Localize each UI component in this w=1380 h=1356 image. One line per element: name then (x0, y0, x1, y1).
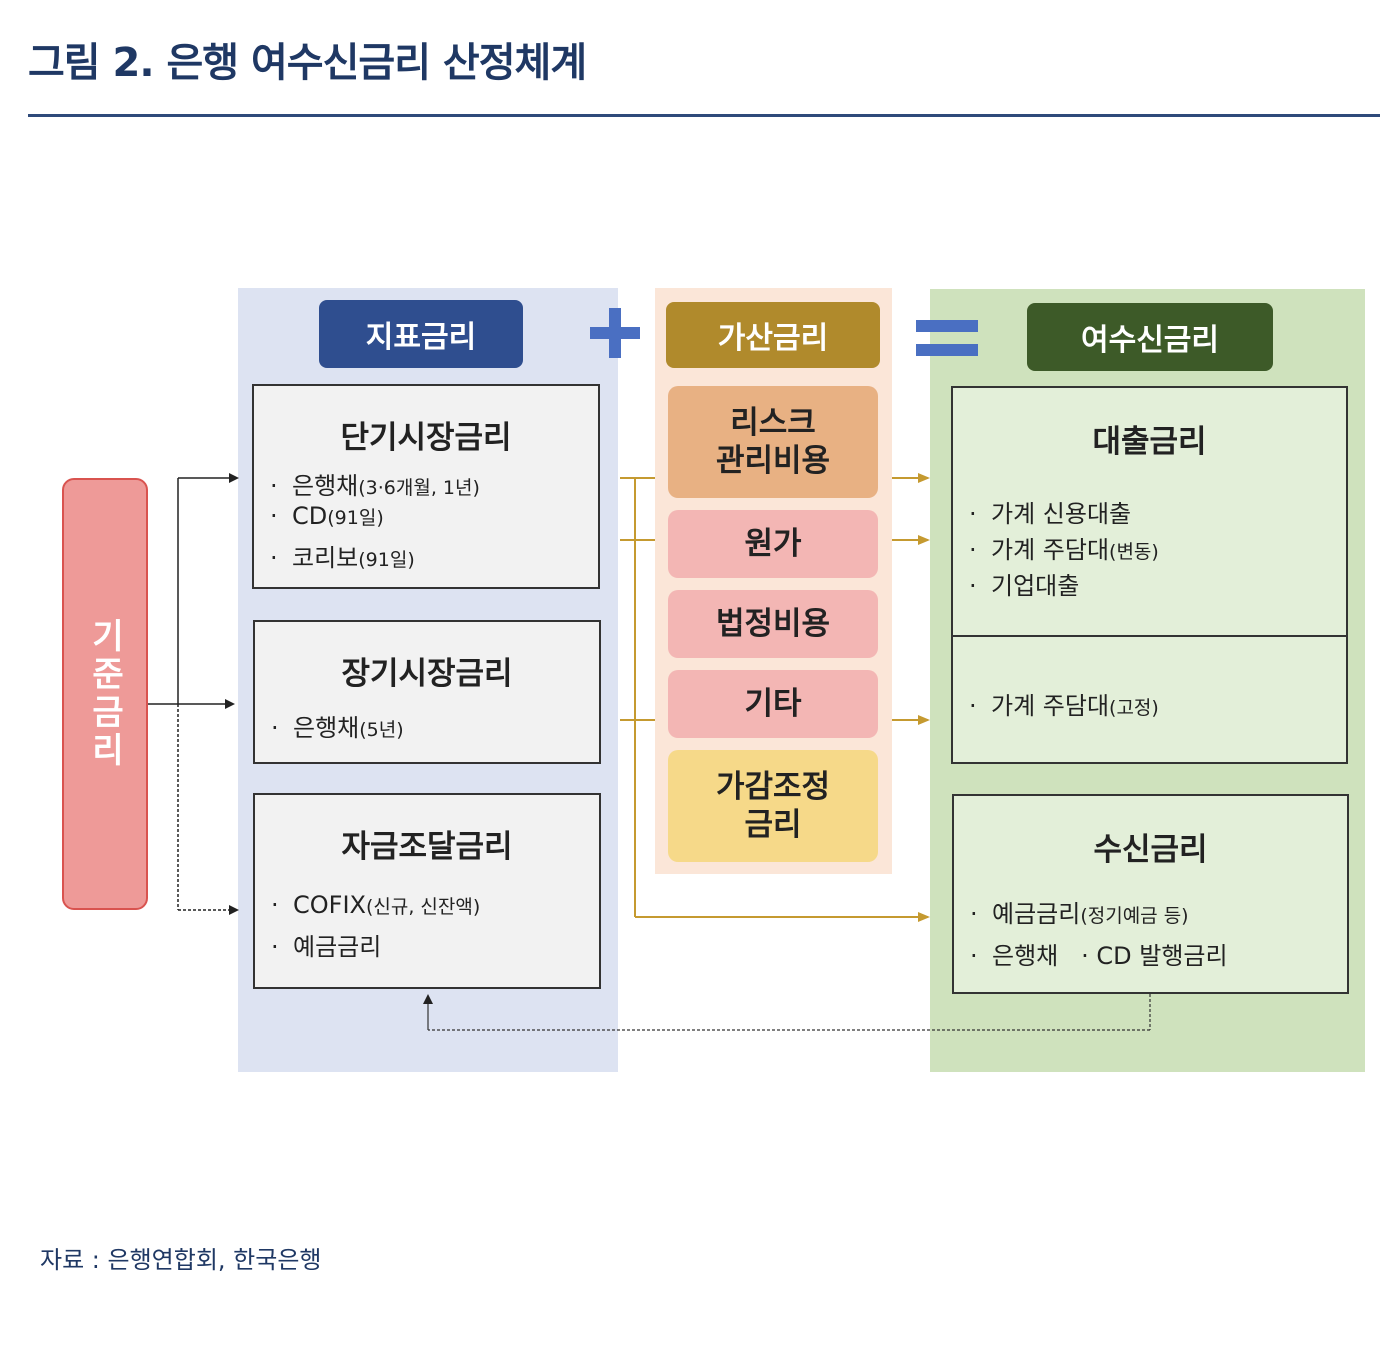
spread-item-legal-cost: 법정비용 (668, 590, 878, 658)
list-item: ·기업대출 (969, 572, 1080, 600)
plus-operator (590, 308, 640, 358)
deposit-rate-box: 수신금리 ·예금금리(정기예금 등) ·은행채 · CD 발행금리 (952, 794, 1349, 994)
list-item: ·가계 신용대출 (969, 500, 1132, 528)
short-term-title: 단기시장금리 (340, 420, 512, 456)
list-item: ·은행채(5년) (271, 714, 404, 742)
source-note: 자료 : 은행연합회, 한국은행 (40, 1246, 322, 1274)
list-item: ·COFIX(신규, 신잔액) (271, 891, 481, 919)
loan-rate-title: 대출금리 (1092, 424, 1207, 460)
funding-title: 자금조달금리 (341, 829, 513, 865)
spread-item-adjustment-rate: 가감조정 금리 (668, 750, 878, 862)
base-rate-label: 기준금리 (84, 618, 125, 770)
spread-item-cost: 원가 (668, 510, 878, 578)
long-term-title: 장기시장금리 (341, 656, 513, 692)
list-item: ·코리보(91일) (270, 544, 415, 572)
loan-rate-box: 대출금리 ·가계 신용대출 ·가계 주담대(변동) ·기업대출 ·가계 주담대(… (951, 386, 1348, 764)
figure-title: 그림 2. 은행 여수신금리 산정체계 (28, 40, 587, 86)
deposit-rate-title: 수신금리 (1093, 832, 1208, 868)
index-rates-header: 지표금리 (319, 300, 523, 368)
base-rate-box: 기준금리 (62, 478, 148, 910)
funding-rate-box: 자금조달금리 ·COFIX(신규, 신잔액) ·예금금리 (253, 793, 601, 989)
base-rate-connectors (148, 473, 239, 915)
loan-box-divider (953, 635, 1346, 637)
list-item: ·CD(91일) (270, 502, 384, 530)
list-item: ·예금금리(정기예금 등) (970, 900, 1189, 928)
equals-operator (916, 320, 978, 358)
rates-header: 여수신금리 (1027, 303, 1273, 371)
feedback-connector (423, 994, 1151, 1031)
list-item: ·가계 주담대(변동) (969, 536, 1159, 564)
spread-connectors (620, 473, 930, 922)
spread-header: 가산금리 (666, 302, 880, 368)
list-item: ·가계 주담대(고정) (969, 692, 1159, 720)
title-divider (28, 114, 1380, 117)
spread-item-risk-cost: 리스크 관리비용 (668, 386, 878, 498)
long-term-market-rate-box: 장기시장금리 ·은행채(5년) (253, 620, 601, 764)
spread-item-other: 기타 (668, 670, 878, 738)
short-term-market-rate-box: 단기시장금리 ·은행채(3·6개월, 1년) ·CD(91일) ·코리보(91일… (252, 384, 600, 589)
list-item: ·예금금리 (271, 933, 382, 961)
list-item: ·은행채 · CD 발행금리 (970, 942, 1228, 970)
list-item: ·은행채(3·6개월, 1년) (270, 472, 480, 500)
